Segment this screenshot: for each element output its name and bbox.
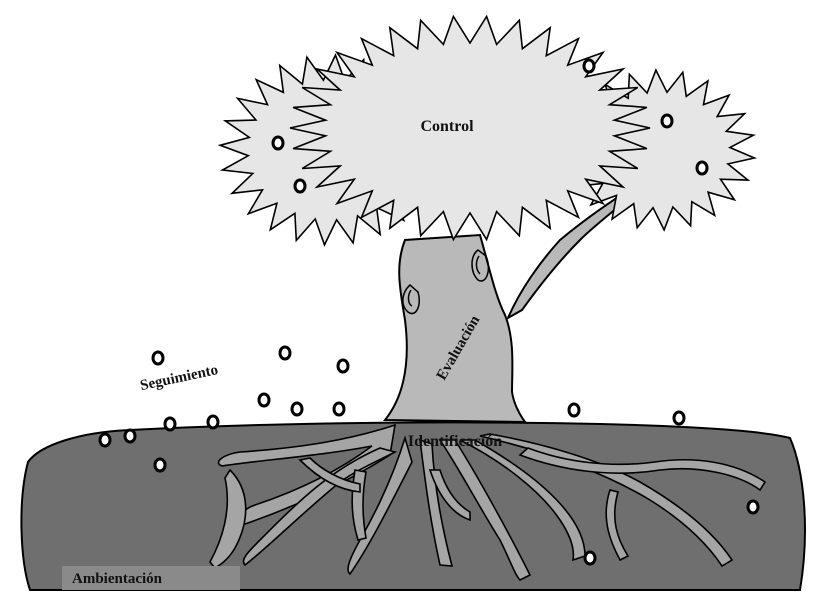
seed-marker	[273, 137, 283, 149]
seed-marker	[100, 434, 110, 446]
seed-marker	[153, 352, 163, 364]
seed-marker	[674, 412, 684, 424]
seed-marker	[280, 347, 290, 359]
seed-marker	[208, 416, 218, 428]
seed-marker	[662, 115, 672, 127]
seed-marker	[748, 501, 758, 513]
seed-marker	[569, 404, 579, 416]
label-tracking: Seguimiento	[139, 362, 220, 394]
seed-marker	[292, 403, 302, 415]
seed-marker	[259, 394, 269, 406]
seed-marker	[334, 403, 344, 415]
label-identification: Identificación	[408, 433, 502, 450]
foliage	[220, 17, 754, 245]
seed-marker	[155, 459, 165, 471]
label-control: Control	[420, 118, 474, 135]
seed-marker	[697, 162, 707, 174]
label-environment: Ambientación	[72, 571, 163, 587]
seed-marker	[584, 60, 594, 72]
seed-marker	[125, 430, 135, 442]
seed-marker	[165, 418, 175, 430]
seed-marker	[585, 552, 595, 564]
seed-marker	[338, 360, 348, 372]
trunk	[385, 235, 525, 422]
seed-marker	[295, 180, 305, 192]
